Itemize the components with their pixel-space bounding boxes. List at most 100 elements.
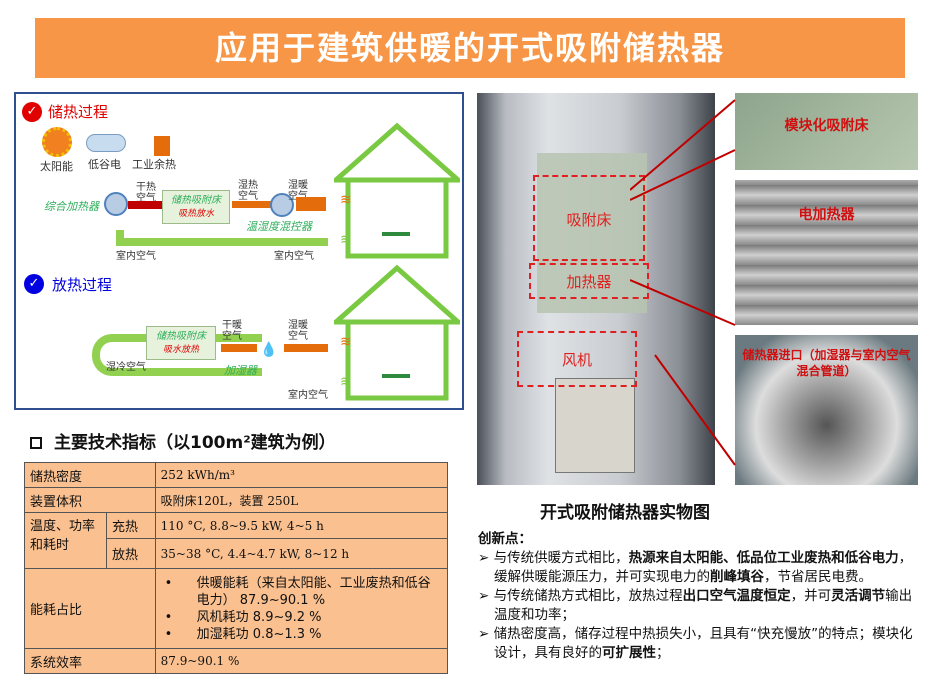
heater-box: 加热器	[529, 263, 649, 299]
innovation-title: 创新点：	[478, 531, 532, 547]
bold-text: 出口空气温度恒定	[682, 588, 791, 604]
table-row: 能耗占比供暖能耗（来自太阳能、工业废热和低谷电力） 87.9~90.1 %风机耗…	[24, 568, 449, 649]
source-label: 低谷电	[88, 158, 121, 171]
side-photo-bed: 模块化吸附床	[735, 93, 918, 170]
text: 与传统供暖方式相比，	[493, 550, 629, 566]
row-label: 储热密度	[24, 462, 156, 488]
text: ，并可	[790, 588, 832, 604]
innovation-point: ➢ 与传统储热方式相比，放热过程出口空气温度恒定，并可灵活调节输出温度和功率；	[478, 588, 913, 623]
row-sublabel: 放热	[106, 538, 156, 569]
arrow-icon	[221, 344, 257, 352]
text: ，节省居民电费。	[764, 569, 872, 585]
bed-label: 储热吸附床	[156, 331, 206, 342]
arrow-icon	[296, 197, 326, 211]
sun-icon	[42, 127, 72, 157]
humidifier-label: 加湿器	[224, 364, 257, 377]
bed-sub: 吸热放水	[177, 209, 214, 219]
house-icon: ≋≋	[334, 122, 460, 259]
source-label: 工业余热	[132, 158, 176, 171]
list-item: 风机耗功 8.9~9.2 %	[161, 609, 442, 626]
row-label: 装置体积	[24, 487, 156, 513]
bed-label: 储热吸附床	[171, 195, 221, 206]
return-arrow	[116, 230, 328, 246]
air-label: 湿暖空气	[288, 180, 308, 202]
specs-heading: 主要技术指标（以100m²建筑为例）	[30, 428, 336, 453]
text: 储热密度高，储存过程中热损失小，且具有“快充慢放”的特点；模块化设计，具有良好的	[493, 626, 913, 661]
innovation-point: ➢ 与传统供暖方式相比，热源来自太阳能、低品位工业废热和低谷电力，缓解供暖能源压…	[478, 550, 913, 585]
device-photo: 吸附床 加热器 风机	[477, 93, 715, 485]
adsorption-bed: 储热吸附床吸水放热	[146, 326, 216, 360]
page-title: 应用于建筑供暖的开式吸附储热器	[35, 18, 905, 78]
house-icon: ≋≋	[334, 264, 460, 401]
side-label: 电加热器	[798, 207, 855, 223]
text: ，缓解供暖能源压力，并可实现电力的	[494, 550, 913, 585]
text: ；	[656, 645, 670, 661]
heater-icon	[104, 192, 128, 216]
fan-box: 风机	[517, 331, 637, 387]
side-photo-heater: 电加热器	[735, 180, 918, 325]
cloud-moon-icon	[86, 134, 126, 152]
table-row: 装置体积吸附床120L，装置 250L	[24, 487, 449, 513]
air-label: 室内空气	[116, 251, 156, 262]
side-label: 储热器进口（加湿器与室内空气混合管道）	[742, 348, 911, 378]
air-label: 干暖空气	[222, 320, 242, 342]
check-icon: ✓	[24, 274, 44, 294]
svg-text:≋: ≋	[340, 232, 352, 248]
row-label: 温度、功率和耗时	[24, 512, 107, 569]
row-value: 35~38 °C, 4.4~4.7 kW, 8~12 h	[154, 538, 449, 569]
callout-lines	[630, 99, 736, 466]
row-label: 能耗占比	[24, 568, 156, 649]
bold-text: 可扩展性	[602, 645, 656, 661]
release-process-title: 放热过程	[52, 276, 113, 294]
side-photo-inlet: 储热器进口（加湿器与室内空气混合管道）	[735, 335, 918, 485]
adsorption-bed: 储热吸附床吸热放水	[162, 190, 230, 224]
bold-text: 削峰填谷	[710, 569, 764, 585]
check-icon: ✓	[22, 102, 42, 122]
bed-box: 吸附床	[533, 175, 645, 261]
row-label: 系统效率	[24, 648, 156, 674]
row-value: 110 °C, 8.8~9.5 kW, 4~5 h	[154, 512, 449, 539]
bold-text: 热源来自太阳能、低品位工业废热和低谷电力	[628, 550, 899, 566]
controller-label: 温湿度混控器	[246, 220, 312, 233]
energy-list: 供暖能耗（来自太阳能、工业废热和低谷电力） 87.9~90.1 %风机耗功 8.…	[161, 575, 442, 643]
air-label: 湿热空气	[238, 180, 258, 202]
arrow-icon	[232, 201, 272, 208]
innovation-point: ➢ 储热密度高，储存过程中热损失小，且具有“快充慢放”的特点；模块化设计，具有良…	[478, 626, 913, 661]
air-label: 室内空气	[288, 390, 328, 401]
water-drop-icon: 💧	[260, 342, 278, 358]
bed-sub: 吸水放热	[162, 345, 199, 355]
photo-caption: 开式吸附储热器实物图	[540, 503, 710, 523]
bed-module	[537, 153, 647, 313]
row-value: 252 kWh/m³	[154, 462, 449, 488]
svg-text:≋: ≋	[340, 374, 352, 390]
arrow-icon	[128, 201, 166, 209]
arrow-icon	[284, 344, 328, 352]
text: 与传统储热方式相比，放热过程	[493, 588, 683, 604]
process-diagram: ✓ 储热过程 太阳能 低谷电 工业余热 综合加热器 干热空气 储热吸附床吸热放水…	[14, 92, 464, 410]
side-label: 模块化吸附床	[784, 118, 869, 134]
air-label: 干热空气	[136, 182, 156, 204]
bold-text: 灵活调节	[831, 588, 886, 604]
innovation-section: 创新点： ➢ 与传统供暖方式相比，热源来自太阳能、低品位工业废热和低谷电力，缓解…	[478, 530, 918, 663]
control-box	[555, 378, 635, 473]
row-value: 87.9~90.1 %	[154, 648, 449, 674]
storage-process-title: 储热过程	[48, 103, 109, 121]
heater-label: 综合加热器	[44, 200, 99, 213]
air-label: 室内空气	[274, 251, 314, 262]
controller-icon	[270, 193, 294, 217]
row-sublabel: 充热	[106, 512, 156, 539]
air-label: 湿冷空气	[106, 362, 146, 373]
checkbox-square-icon	[30, 437, 42, 449]
chimney-icon	[154, 136, 170, 156]
list-item: 加湿耗功 0.8~1.3 %	[161, 626, 442, 643]
list-item: 供暖能耗（来自太阳能、工业废热和低谷电力） 87.9~90.1 %	[161, 575, 442, 609]
source-label: 太阳能	[40, 160, 73, 173]
text: 输出温度和功率；	[494, 588, 913, 623]
air-label: 湿暖空气	[288, 320, 308, 342]
specs-heading-text: 主要技术指标（以100m²建筑为例）	[54, 433, 336, 453]
